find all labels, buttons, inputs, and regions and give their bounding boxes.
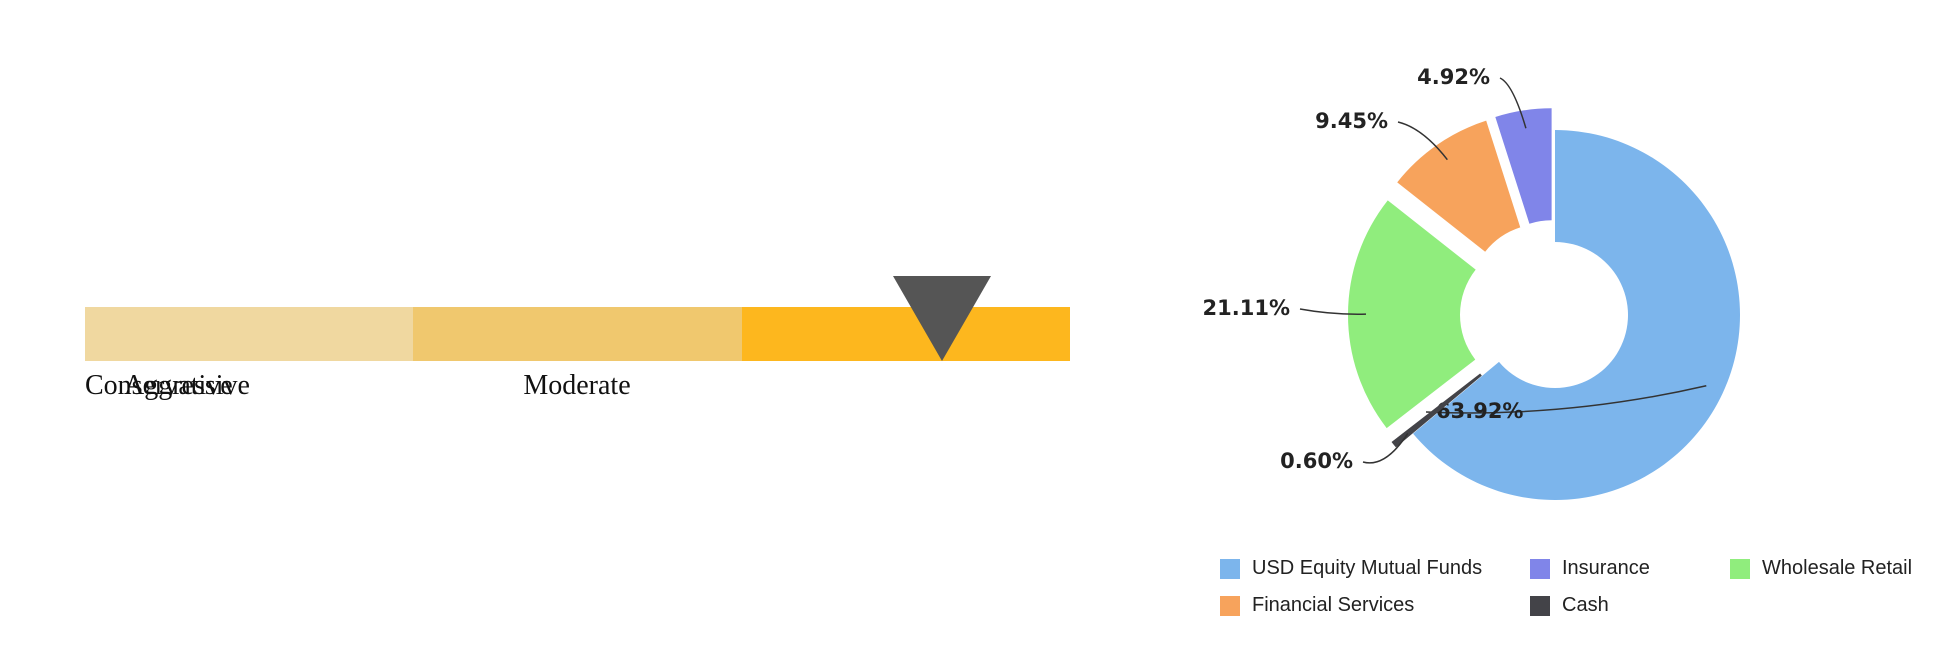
legend-swatch [1220, 558, 1240, 579]
risk-label-aggressive: Aggressive [124, 370, 250, 401]
data-label-connector [1299, 308, 1367, 315]
risk-label-moderate: Moderate [523, 370, 631, 401]
legend-swatch [1220, 595, 1240, 616]
legend-item-financial-services[interactable]: Financial Services [1220, 594, 1414, 617]
risk-segment-moderate [413, 307, 742, 361]
allocation-donut: 63.92% 0.60% 21.11% 9.45% 4.92% [1203, 65, 1740, 500]
legend-label: Insurance [1562, 557, 1650, 579]
data-label-connector [1425, 384, 1707, 414]
allocation-chart: 63.92% 0.60% 21.11% 9.45% 4.92% USD Equity M… [1150, 0, 1950, 650]
legend-label: Wholesale Retail [1762, 557, 1913, 579]
data-label-connector [1499, 77, 1527, 129]
legend-label: Financial Services [1252, 594, 1415, 616]
risk-pointer-icon [892, 276, 991, 361]
data-label-connector [1397, 121, 1448, 161]
risk-meter: Conservative Moderate Aggressive [85, 276, 1070, 401]
legend-item-wholesale-retail[interactable]: Wholesale Retail [1730, 557, 1912, 580]
legend-label: USD Equity Mutual Funds [1252, 557, 1483, 579]
donut-slice-cash[interactable] [1391, 373, 1482, 448]
data-label-connector [1362, 433, 1409, 464]
donut-slice-wholesale-retail[interactable] [1348, 200, 1476, 429]
risk-bar [85, 307, 1070, 361]
risk-label-conservative: Conservative [85, 370, 233, 401]
donut-slice-usd-equity-mutual-funds[interactable] [1413, 130, 1740, 500]
legend-item-cash[interactable]: Cash [1530, 594, 1609, 617]
legend-label: Cash [1562, 594, 1609, 616]
donut-slice-insurance[interactable] [1495, 108, 1552, 224]
donut-slice-financial-services[interactable] [1397, 120, 1521, 252]
risk-segment-conservative [85, 307, 414, 361]
data-label-wholesale-retail: 21.11% [1203, 296, 1290, 320]
legend-item-insurance[interactable]: Insurance [1530, 557, 1650, 580]
data-label-usd-equity-mutual-funds: 63.92% [1436, 399, 1523, 423]
data-label-cash: 0.60% [1280, 449, 1353, 473]
legend-swatch [1530, 595, 1550, 616]
legend-swatch [1730, 558, 1750, 579]
data-label-financial-services: 9.45% [1315, 109, 1388, 133]
chart-legend: USD Equity Mutual Funds Insurance Wholes… [1220, 557, 1940, 631]
data-label-insurance: 4.92% [1417, 65, 1490, 89]
legend-item-usd-equity-mutual-funds[interactable]: USD Equity Mutual Funds [1220, 557, 1482, 580]
legend-swatch [1530, 558, 1550, 579]
